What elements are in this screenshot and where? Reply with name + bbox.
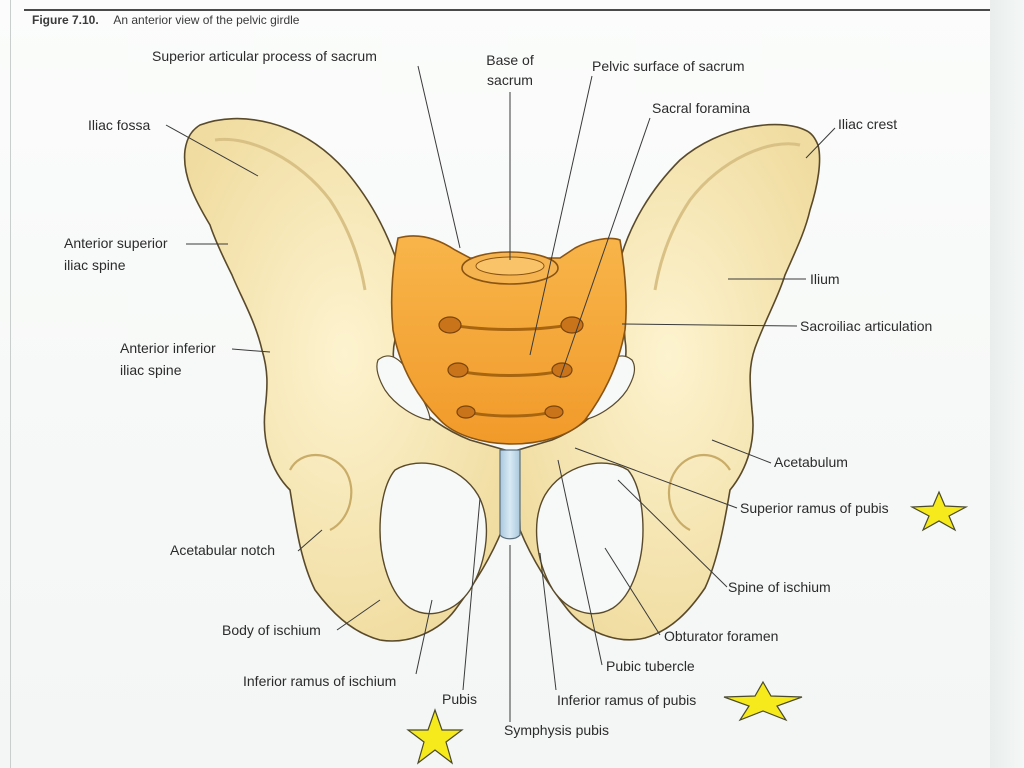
label-body-of-ischium: Body of ischium <box>222 622 321 638</box>
label-superior-articular-process: Superior articular process of sacrum <box>152 48 377 64</box>
label-sacral-foramina: Sacral foramina <box>652 100 751 116</box>
sacral-foramen-r3 <box>544 405 564 419</box>
left-obturator-foramen <box>379 462 488 615</box>
sacrum <box>390 235 627 445</box>
symphysis-cartilage <box>499 449 521 540</box>
label-inferior-ramus-of-ischium: Inferior ramus of ischium <box>243 673 397 689</box>
label-base-of-sacrum-line2: sacrum <box>487 72 533 88</box>
label-base-of-sacrum-line1: Base of <box>486 52 534 68</box>
label-acetabular-notch: Acetabular notch <box>170 542 276 558</box>
sacral-foramen-r1 <box>560 316 584 334</box>
label-asis-line1: Anterior superior <box>64 235 168 251</box>
sacral-foramen-l2 <box>447 362 469 378</box>
page-edge-shadow <box>990 0 1024 768</box>
label-ilium: Ilium <box>810 271 840 287</box>
page-left-border <box>10 0 11 768</box>
label-inferior-ramus-of-pubis: Inferior ramus of pubis <box>557 692 697 708</box>
figure-caption: Figure 7.10. An anterior view of the pel… <box>32 13 299 27</box>
label-aiis-line1: Anterior inferior <box>120 340 216 356</box>
figure-title: An anterior view of the pelvic girdle <box>113 13 300 27</box>
label-pubis: Pubis <box>442 691 478 707</box>
label-symphysis-pubis: Symphysis pubis <box>504 722 610 738</box>
right-iliac-fossa-shade <box>653 142 801 291</box>
leader-lines <box>165 65 836 722</box>
sacral-foramen-l3 <box>456 405 476 419</box>
label-obturator-foramen: Obturator foramen <box>664 628 779 644</box>
figure-number: Figure 7.10. <box>32 13 99 27</box>
label-superior-ramus-of-pubis: Superior ramus of pubis <box>740 500 889 516</box>
left-iliac-fossa-shade <box>214 137 367 291</box>
star-icon <box>910 490 968 532</box>
sacral-foramen-l1 <box>438 316 462 334</box>
right-obturator-foramen <box>535 462 644 615</box>
label-iliac-fossa: Iliac fossa <box>88 117 151 133</box>
label-aiis-line2: iliac spine <box>120 362 182 378</box>
left-acetabulum-shade <box>289 454 353 531</box>
figure-top-rule <box>24 9 990 11</box>
label-pubic-tubercle: Pubic tubercle <box>606 658 695 674</box>
star-icon <box>723 680 803 722</box>
right-acetabulum-shade <box>667 454 731 531</box>
star-icon <box>406 708 464 765</box>
label-acetabulum: Acetabulum <box>774 454 848 470</box>
label-sacroiliac-articulation: Sacroiliac articulation <box>800 318 933 334</box>
label-iliac-crest: Iliac crest <box>838 116 898 132</box>
label-pelvic-surface-of-sacrum: Pelvic surface of sacrum <box>592 58 745 74</box>
label-spine-of-ischium: Spine of ischium <box>728 579 831 595</box>
sacral-foramen-r2 <box>551 362 573 378</box>
label-asis-line2: iliac spine <box>64 257 126 273</box>
